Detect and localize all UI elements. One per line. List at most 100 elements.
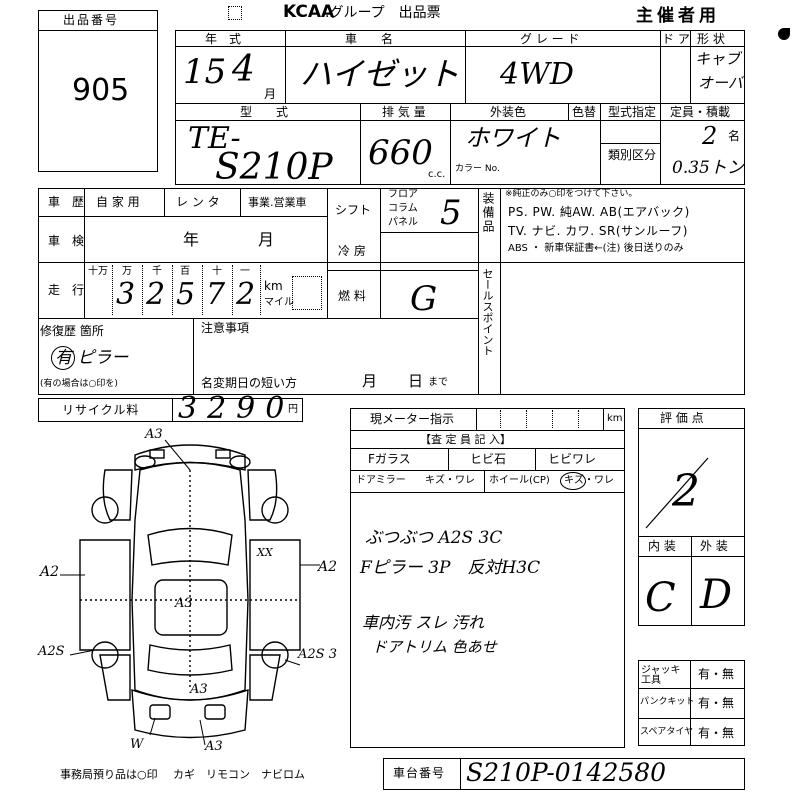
mileage-digit-100k: 十万 bbox=[88, 266, 108, 277]
recycle-unit: 円 bbox=[288, 404, 298, 415]
meter-label: 現メーター指示 bbox=[370, 412, 455, 426]
shift-label: シフト bbox=[335, 203, 372, 217]
inspector-header: 【査 定 員 記 入】 bbox=[420, 433, 511, 446]
jack-tool-label: ジャッキ工具 bbox=[641, 665, 681, 686]
interior-label: 内 装 bbox=[648, 539, 676, 553]
puncture-kit-value[interactable]: 有・無 bbox=[698, 696, 735, 710]
capacity-persons: 2 bbox=[702, 122, 718, 150]
model-prefix: TE- bbox=[188, 121, 241, 156]
diagram-mark-left-rear: A2S bbox=[38, 644, 65, 659]
history-option-rental[interactable]: レ ン タ bbox=[176, 195, 220, 209]
spare-tire-value[interactable]: 有・無 bbox=[698, 726, 735, 740]
jack-tool-value[interactable]: 有・無 bbox=[698, 667, 735, 681]
shift-option-column[interactable]: コラム bbox=[388, 203, 418, 214]
equipment-line-3: ABS ・ 新車保証書←(注) 後日送りのみ bbox=[508, 243, 684, 254]
wheel-status-circle bbox=[560, 472, 586, 490]
diagram-mark-cross: XX bbox=[257, 546, 273, 559]
year-label: 年 式 bbox=[205, 32, 242, 46]
equipment-line-2: TV. ナビ. カワ. SR(サンルーフ) bbox=[508, 224, 688, 238]
short-expiry-label: 名変期日の短い方 bbox=[201, 376, 298, 390]
inspector-box bbox=[350, 408, 625, 748]
displacement-label: 排 気 量 bbox=[382, 105, 426, 119]
chassis-box bbox=[383, 758, 745, 790]
meter-unit: km bbox=[607, 413, 623, 424]
mileage-digit-value-3: 5 bbox=[176, 277, 196, 312]
recycle-box bbox=[38, 398, 303, 422]
inspection-year-unit: 年 bbox=[183, 230, 200, 249]
history-label: 車 歴 bbox=[48, 195, 85, 209]
month-unit: 月 bbox=[264, 87, 277, 101]
mileage-digit-value-4: 7 bbox=[206, 277, 226, 312]
equipment-note: ※純正のみ○印をつけて下さい。 bbox=[505, 189, 638, 199]
mileage-digit-value-1: 3 bbox=[116, 277, 136, 312]
chassis-value: S210P-0142580 bbox=[466, 758, 667, 787]
capacity-unit: 名 bbox=[728, 129, 741, 143]
color-change-label: 色替 bbox=[572, 105, 597, 119]
diagram-mark-front: A3 bbox=[145, 427, 163, 442]
lot-number-box bbox=[38, 10, 158, 172]
chassis-label: 車台番号 bbox=[393, 766, 446, 780]
car-name-value: ハイゼット bbox=[300, 55, 460, 93]
recycle-value: 3290 bbox=[178, 391, 295, 426]
door-mirror-label: ドアミラー bbox=[356, 475, 406, 486]
shape-label: 形 状 bbox=[697, 32, 725, 46]
diagram-mark-right-rear: A2S 3 bbox=[298, 647, 337, 662]
payload-value: 0.35トン bbox=[672, 158, 744, 178]
office-items-list: カギ リモコン ナビロム bbox=[173, 768, 305, 781]
category-label: 類別区分 bbox=[608, 148, 657, 162]
notes-month-unit: 月 bbox=[362, 372, 378, 390]
mileage-label: 走 行 bbox=[48, 283, 85, 297]
corner-mark bbox=[778, 28, 790, 40]
grade-label: グ レ ー ド bbox=[520, 32, 580, 46]
grade-value: 4WD bbox=[500, 57, 574, 92]
wheel-status: キズ・ワレ bbox=[564, 475, 614, 486]
spare-tire-label: スペアタイヤ bbox=[640, 727, 694, 737]
repair-note: (有の場合は○印を) bbox=[40, 379, 118, 389]
mileage-digit-10: 十 bbox=[212, 266, 222, 277]
door-label: ド ア bbox=[662, 32, 690, 46]
mileage-digit-10k: 万 bbox=[122, 266, 132, 277]
diagram-mark-right: A2 bbox=[318, 559, 338, 575]
recycle-label: リサイクル料 bbox=[62, 403, 140, 417]
organizer-label: 主催者用 bbox=[636, 6, 720, 26]
diagram-mark-rear-center: A3 bbox=[190, 682, 208, 697]
model-designation-label: 型式指定 bbox=[608, 105, 657, 119]
repair-label: 修復歴 箇所 bbox=[40, 324, 104, 338]
exterior-label: 外 装 bbox=[700, 539, 728, 553]
fuel-value: G bbox=[410, 279, 438, 319]
accessories-box bbox=[638, 660, 745, 746]
diagram-mark-rear-left: W bbox=[130, 737, 144, 752]
car-name-label: 車 名 bbox=[345, 32, 394, 46]
shift-option-panel[interactable]: パネル bbox=[388, 217, 418, 228]
inspection-label: 車 検 bbox=[48, 234, 85, 248]
color-no-label: カラー No. bbox=[455, 164, 500, 174]
model-label: 型 式 bbox=[240, 105, 289, 119]
wheel-label: ホイール(CP) bbox=[489, 475, 550, 486]
notes-day-unit: 日 bbox=[408, 372, 424, 390]
history-option-business[interactable]: 事業.営業車 bbox=[248, 196, 307, 209]
vehicle-info-box bbox=[175, 30, 745, 185]
exterior-value: D bbox=[700, 572, 733, 618]
shift-value: 5 bbox=[440, 193, 462, 233]
door-mirror-status: キズ・ワレ bbox=[425, 475, 475, 486]
shape-value-1: キャブ bbox=[695, 50, 741, 68]
inspector-comment-2: Fピラー 3P 反対H3C bbox=[360, 558, 541, 578]
shift-option-floor[interactable]: フロア bbox=[388, 189, 418, 200]
score-value: 2 bbox=[672, 466, 700, 517]
mileage-digit-1: 一 bbox=[240, 266, 250, 277]
mileage-dotted-box bbox=[292, 276, 322, 310]
office-items-label: 事務局預り品は○印 bbox=[60, 768, 158, 781]
history-option-private[interactable]: 自 家 用 bbox=[96, 195, 140, 209]
mileage-digit-value-5: 2 bbox=[236, 277, 256, 312]
inspector-comment-1: ぶつぶつ A2S 3C bbox=[365, 528, 503, 548]
f-glass-label: Fガラス bbox=[368, 452, 411, 466]
inspection-month-unit: 月 bbox=[258, 230, 275, 249]
header-logo: KCAA bbox=[283, 2, 335, 22]
sales-point-label: セールスポイント bbox=[481, 268, 494, 356]
repair-circle bbox=[51, 346, 75, 370]
score-slash bbox=[645, 457, 709, 529]
aircon-label: 冷 房 bbox=[338, 244, 366, 258]
equipment-label: 装備品 bbox=[481, 192, 495, 234]
capacity-label: 定員・積載 bbox=[670, 105, 731, 119]
displacement-value: 660 bbox=[368, 133, 433, 173]
